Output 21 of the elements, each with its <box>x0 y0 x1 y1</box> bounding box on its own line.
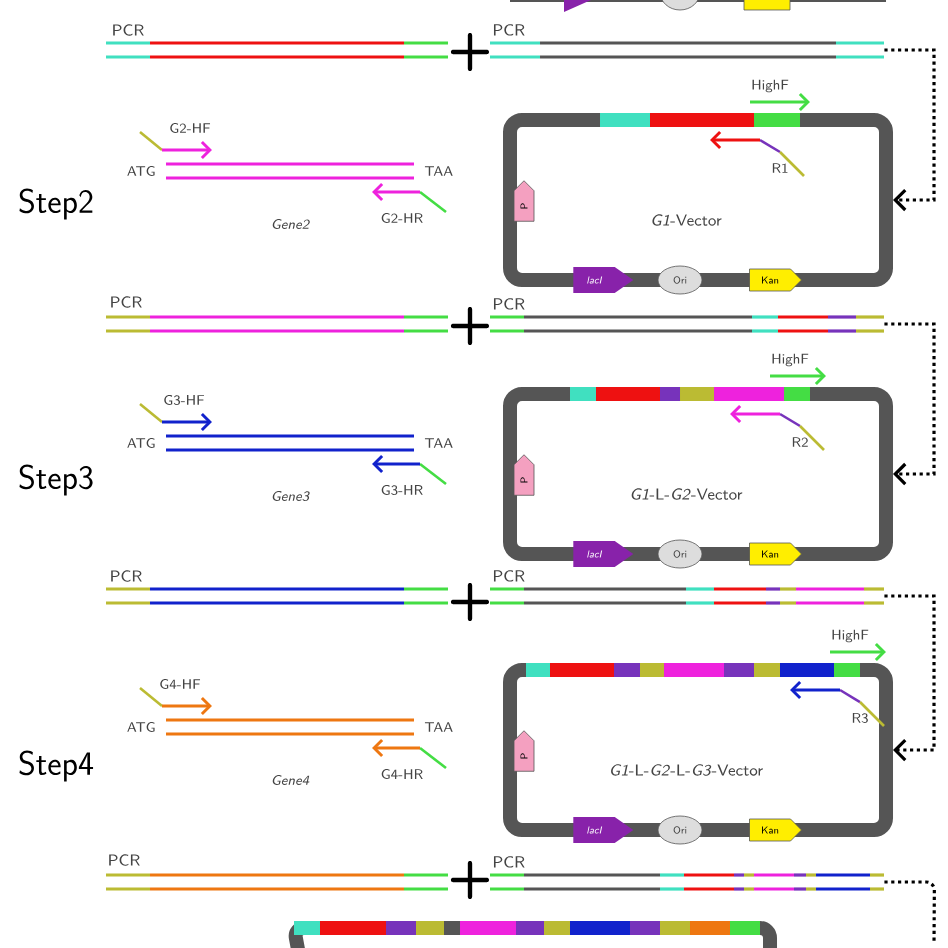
step-label: Step3 <box>19 464 93 496</box>
plus-sign: + <box>450 582 490 622</box>
plus-sign: + <box>450 306 490 346</box>
pcr-label: PCR <box>493 570 525 582</box>
pcr-label: PCR <box>493 856 525 868</box>
dotted-arrow <box>884 322 936 486</box>
plus-sign: + <box>450 860 490 900</box>
gene-duplex <box>166 434 414 452</box>
pcr-label: PCR <box>113 24 144 36</box>
plus-sign: + <box>450 32 490 72</box>
pcr-label: PCR <box>111 296 142 308</box>
step-label: Step2 <box>19 188 93 220</box>
pcr-label: PCR <box>109 854 140 866</box>
pcr-label: PCR <box>493 24 525 36</box>
dotted-arrow <box>884 48 936 212</box>
step-label: Step4 <box>19 750 94 782</box>
gene-duplex <box>166 718 414 736</box>
gene-duplex <box>166 162 414 180</box>
dotted-arrow <box>884 594 936 762</box>
pcr-label: PCR <box>111 570 142 582</box>
pcr-label: PCR <box>493 298 525 310</box>
